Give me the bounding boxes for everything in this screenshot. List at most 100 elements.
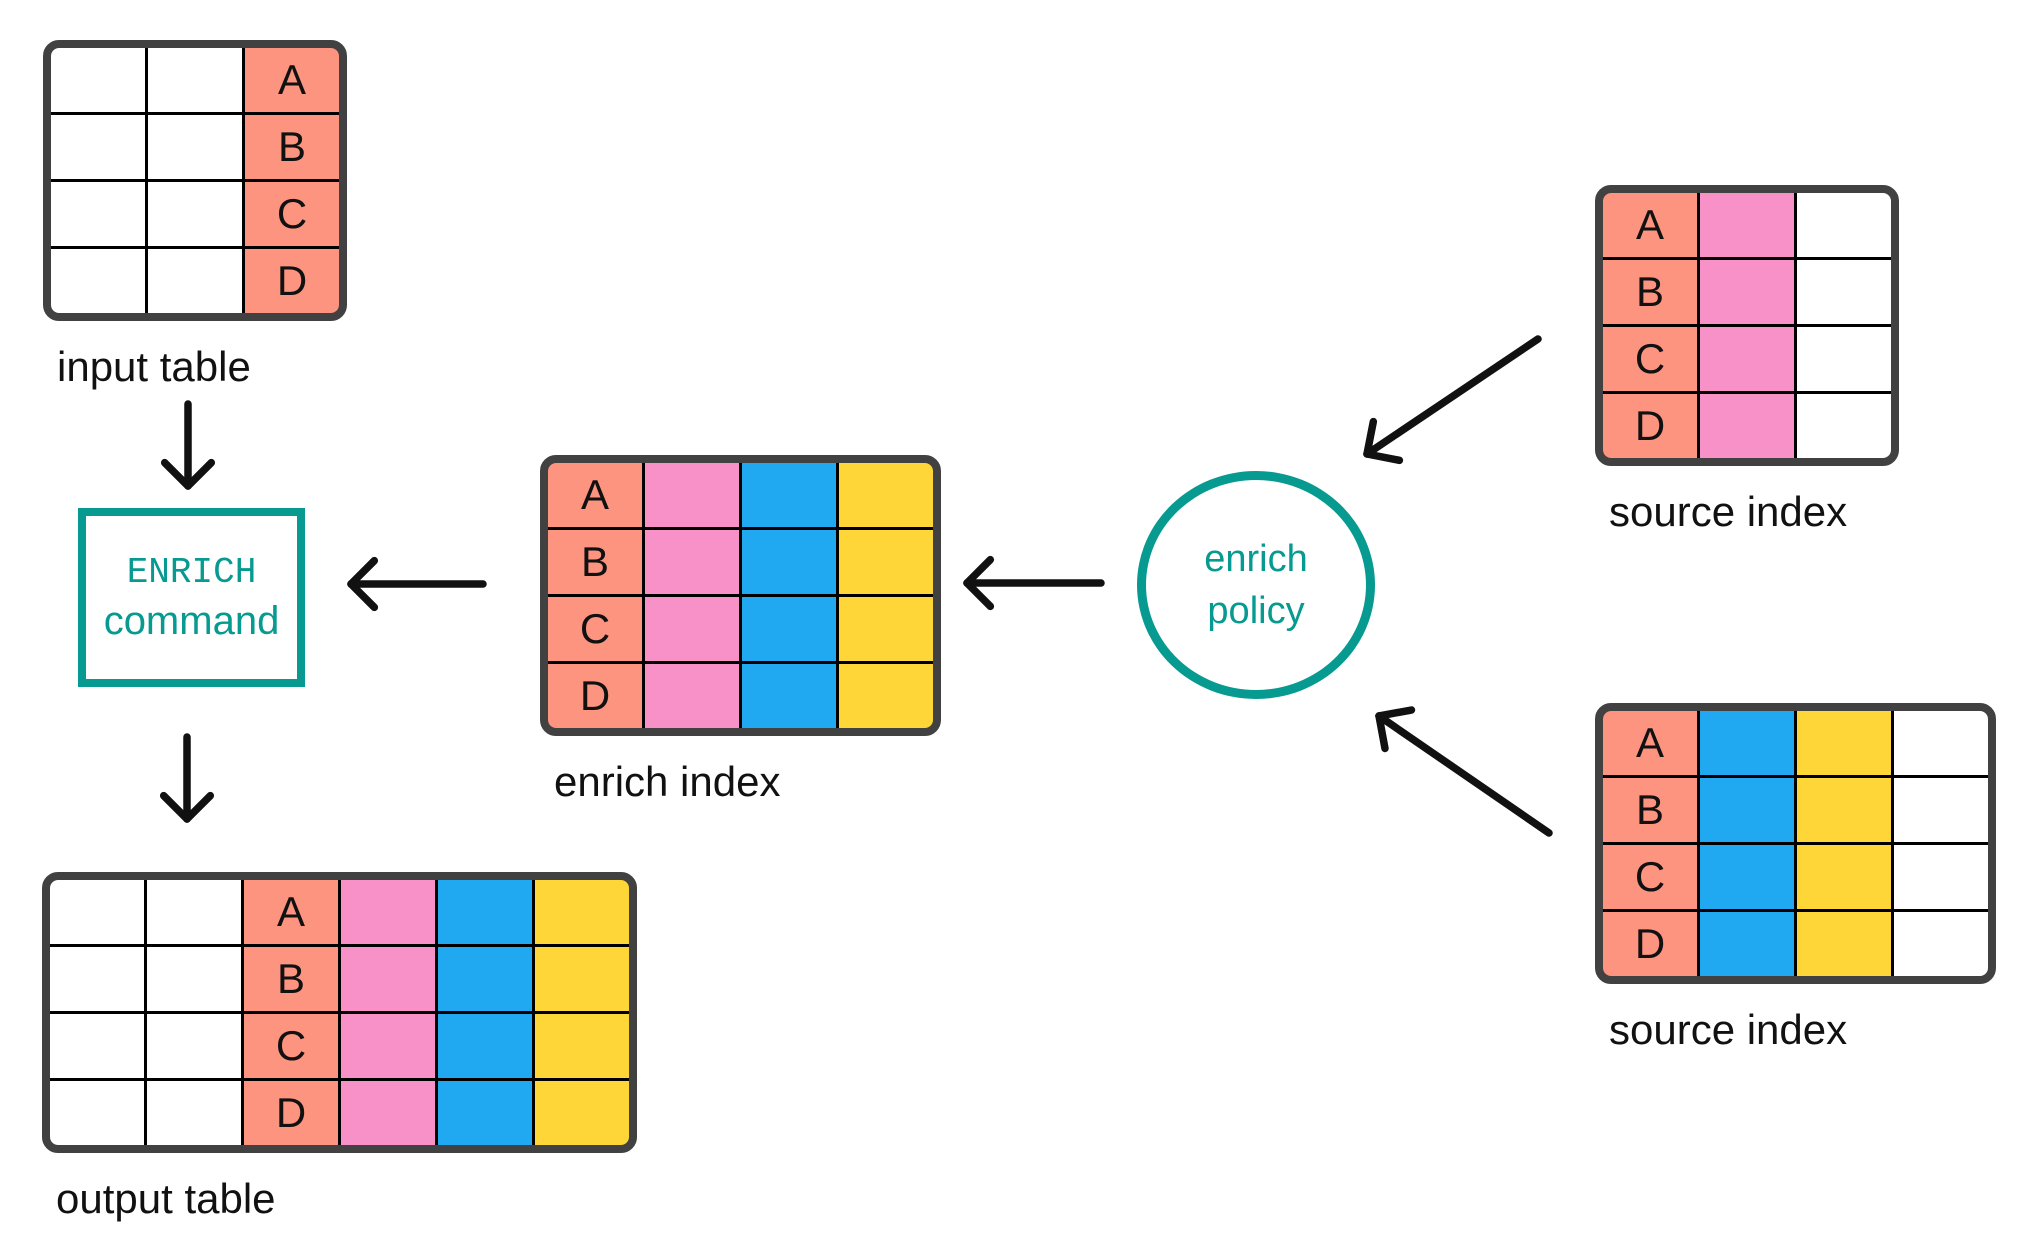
table-cell-blue — [1700, 711, 1794, 775]
table-cell-blue — [1700, 845, 1794, 909]
input-table-label: input table — [57, 343, 251, 390]
table-cell-white — [50, 880, 144, 944]
table-cell-white — [1894, 845, 1988, 909]
table-cell-yellow — [839, 597, 933, 661]
source-index-top-label: source index — [1609, 488, 1848, 535]
table-cell-key: C — [1603, 327, 1697, 391]
table-cell-white — [50, 947, 144, 1011]
table-cell-white — [1797, 260, 1891, 324]
table-cell-key: A — [1603, 711, 1697, 775]
table-cell-white — [147, 880, 241, 944]
table-cell-blue — [438, 880, 532, 944]
table-cell-key: C — [244, 1014, 338, 1078]
enrich-command-box: ENRICH command — [78, 508, 305, 687]
table-cell-blue — [438, 1014, 532, 1078]
table-cell-key: D — [244, 1081, 338, 1145]
table-cell-yellow — [535, 947, 629, 1011]
arrow-enrich-policy-to-enrich-index — [963, 555, 1105, 611]
table-cell-yellow — [1797, 845, 1891, 909]
table-cell-white — [147, 1014, 241, 1078]
table-cell-white — [147, 1081, 241, 1145]
table-cell-pink — [341, 1014, 435, 1078]
table-cell-key: B — [1603, 778, 1697, 842]
enrich-policy-line2: policy — [1207, 590, 1305, 632]
table-cell-white — [50, 1081, 144, 1145]
table-cell-yellow — [1797, 711, 1891, 775]
table-cell-pink — [1700, 394, 1794, 458]
arrow-source-index-bottom-to-enrich-policy — [1375, 706, 1553, 837]
table-cell-white — [1797, 327, 1891, 391]
table-cell-key: A — [1603, 193, 1697, 257]
enrich-command-word: command — [103, 598, 280, 643]
table-cell-key: C — [245, 182, 339, 246]
table-cell-key: D — [1603, 912, 1697, 976]
table-cell-yellow — [839, 530, 933, 594]
table-cell-pink — [341, 880, 435, 944]
table-cell-blue — [1700, 778, 1794, 842]
table-cell-white — [1894, 778, 1988, 842]
table-cell-pink — [1700, 193, 1794, 257]
source-index-bottom-label: source index — [1609, 1006, 1848, 1053]
enrich-policy-circle: enrich policy — [1137, 471, 1375, 699]
table-cell-white — [147, 947, 241, 1011]
table-cell-pink — [645, 530, 739, 594]
table-cell-blue — [742, 597, 836, 661]
table-cell-pink — [1700, 327, 1794, 391]
table-cell-key: C — [548, 597, 642, 661]
table-cell-key: D — [245, 249, 339, 313]
table-cell-white — [51, 48, 145, 112]
enrich-policy-line1: enrich — [1204, 538, 1308, 580]
table-cell-white — [148, 48, 242, 112]
table-cell-white — [51, 249, 145, 313]
table-cell-blue — [742, 664, 836, 728]
table-cell-pink — [645, 597, 739, 661]
table-cell-pink — [645, 664, 739, 728]
table-cell-yellow — [1797, 912, 1891, 976]
table-cell-pink — [341, 947, 435, 1011]
arrow-input-table-to-enrich-command — [160, 400, 216, 490]
arrow-enrich-command-to-output-table — [159, 733, 215, 823]
table-cell-key: B — [548, 530, 642, 594]
table-cell-key: C — [1603, 845, 1697, 909]
table-cell-yellow — [1797, 778, 1891, 842]
table-cell-pink — [1700, 260, 1794, 324]
output-table-label: output table — [56, 1175, 276, 1222]
table-cell-key: B — [1603, 260, 1697, 324]
enrich-index-label: enrich index — [554, 758, 781, 805]
table-cell-key: B — [245, 115, 339, 179]
arrow-source-index-top-to-enrich-policy — [1363, 335, 1542, 465]
table-cell-white — [148, 249, 242, 313]
table-cell-key: A — [244, 880, 338, 944]
table-cell-yellow — [839, 664, 933, 728]
table-cell-white — [1894, 912, 1988, 976]
table-cell-blue — [438, 1081, 532, 1145]
table-cell-key: A — [548, 463, 642, 527]
table-cell-pink — [341, 1081, 435, 1145]
table-cell-white — [1797, 394, 1891, 458]
table-cell-key: A — [245, 48, 339, 112]
table-cell-white — [1797, 193, 1891, 257]
table-cell-white — [50, 1014, 144, 1078]
table-cell-white — [148, 115, 242, 179]
enrich-command-keyword: ENRICH — [126, 551, 257, 593]
table-cell-white — [51, 182, 145, 246]
table-cell-key: D — [548, 664, 642, 728]
table-cell-blue — [742, 463, 836, 527]
arrow-enrich-index-to-enrich-command — [347, 556, 487, 612]
table-cell-blue — [438, 947, 532, 1011]
table-cell-blue — [742, 530, 836, 594]
table-cell-yellow — [535, 1081, 629, 1145]
table-cell-white — [1894, 711, 1988, 775]
table-cell-key: B — [244, 947, 338, 1011]
table-cell-yellow — [535, 880, 629, 944]
